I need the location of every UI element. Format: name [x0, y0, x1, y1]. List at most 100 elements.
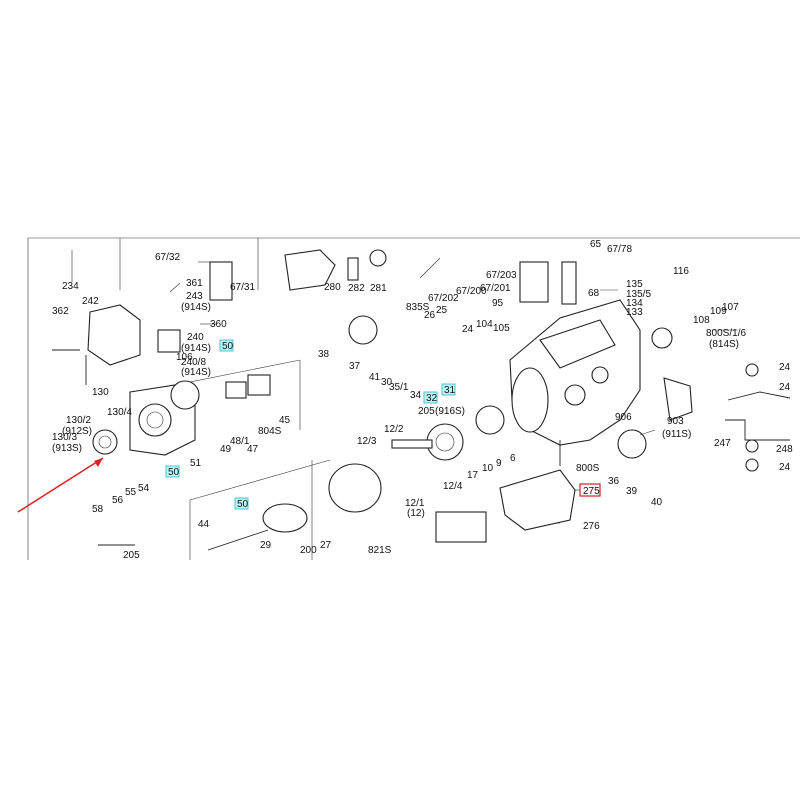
tag-50-c — [234, 497, 249, 510]
tag-275 — [579, 483, 601, 497]
label: 135/5 — [626, 289, 651, 300]
label: 24 — [779, 362, 791, 373]
label: 58 — [92, 504, 104, 515]
label: 67/78 — [607, 244, 632, 255]
label: 50 — [168, 467, 180, 478]
label: 205 — [123, 550, 140, 561]
right-fasteners — [725, 363, 791, 472]
label: 67/32 — [155, 252, 180, 263]
label: 47 — [247, 444, 259, 455]
label: 362 — [52, 306, 69, 317]
pump-housing — [509, 261, 641, 466]
label: 34 — [410, 390, 422, 401]
label: 67/202 — [428, 293, 459, 304]
label: 24 — [462, 324, 474, 335]
label: 280 — [324, 282, 341, 293]
label: 104 — [476, 319, 493, 330]
tag-32 — [423, 391, 438, 404]
label: 247 — [714, 438, 731, 449]
label: 26 — [424, 310, 436, 321]
label: 32 — [426, 393, 438, 404]
label: 9 — [496, 458, 502, 469]
label: 281 — [370, 283, 387, 294]
label: 55 — [125, 487, 137, 498]
label: 29 — [260, 540, 272, 551]
leader-lines — [71, 250, 738, 524]
label: 135 — [626, 279, 643, 290]
label: 234 — [62, 281, 79, 292]
label: (814S) — [709, 339, 739, 350]
label: 44 — [198, 519, 210, 530]
label: 39 — [626, 486, 638, 497]
label: 67/200 — [456, 286, 487, 297]
pointer-arrow — [17, 457, 104, 513]
label: 835S — [406, 302, 430, 313]
label: (914S) — [181, 343, 211, 354]
label: 67/203 — [486, 270, 517, 281]
label: 6 — [510, 453, 516, 464]
label: 37 — [349, 361, 361, 372]
label: (911S) — [662, 429, 691, 440]
label: (913S) — [52, 443, 82, 454]
tag-31 — [441, 383, 456, 396]
distributor-head — [85, 304, 200, 456]
label: 248 — [776, 444, 793, 455]
label: 804S — [258, 426, 282, 437]
highlight-tags — [165, 339, 601, 510]
label: (12) — [407, 508, 425, 519]
label: 48/1 — [230, 436, 250, 447]
label: 133 — [626, 307, 643, 318]
label: 109 — [710, 306, 727, 317]
label: 800S/1/6 — [706, 328, 746, 339]
label: 361 — [186, 278, 203, 289]
label: 24 — [779, 462, 791, 473]
label: 116 — [673, 266, 689, 277]
label: 68 — [588, 288, 600, 299]
label: 105 — [493, 323, 510, 334]
label: 41 — [369, 372, 381, 383]
label: 130/3 — [52, 432, 77, 443]
label: 243 — [186, 291, 203, 302]
label: (914S) — [181, 367, 211, 378]
tag-50-b — [165, 465, 180, 478]
label: (916S) — [435, 406, 465, 417]
label: 31 — [444, 385, 456, 396]
label: 275 — [583, 486, 600, 497]
label: 130 — [92, 387, 109, 398]
label: 107 — [722, 302, 739, 313]
label: 240 — [187, 332, 204, 343]
label: 906 — [615, 412, 632, 423]
label: 51 — [190, 458, 202, 469]
label: 27 — [320, 540, 332, 551]
label: 30 — [381, 377, 393, 388]
label: 40 — [651, 497, 663, 508]
label: 282 — [348, 283, 365, 294]
label: 134 — [626, 298, 643, 309]
label: 12/3 — [357, 436, 377, 447]
label: 12/2 — [384, 424, 404, 435]
label: 36 — [608, 476, 620, 487]
top-left-parts — [52, 249, 387, 546]
drive-train — [207, 315, 693, 551]
label: 25 — [436, 305, 448, 316]
label: 54 — [138, 483, 150, 494]
label: 10 — [482, 463, 494, 474]
label: 205 — [418, 406, 435, 417]
label: 24 — [779, 382, 791, 393]
tag-50-a — [219, 339, 234, 352]
label: 106 — [176, 352, 193, 363]
label: 12/1 — [405, 498, 425, 509]
label: 35/1 — [389, 382, 409, 393]
label: 130/2 — [66, 415, 91, 426]
label: 38 — [318, 349, 330, 360]
label: (914S) — [181, 302, 211, 313]
label: 17 — [467, 470, 479, 481]
label: 242 — [82, 296, 99, 307]
label: 903 — [667, 416, 684, 427]
label: 95 — [492, 298, 504, 309]
label: 67/31 — [230, 282, 255, 293]
label: 108 — [693, 315, 710, 326]
label: (912S) — [62, 426, 92, 437]
